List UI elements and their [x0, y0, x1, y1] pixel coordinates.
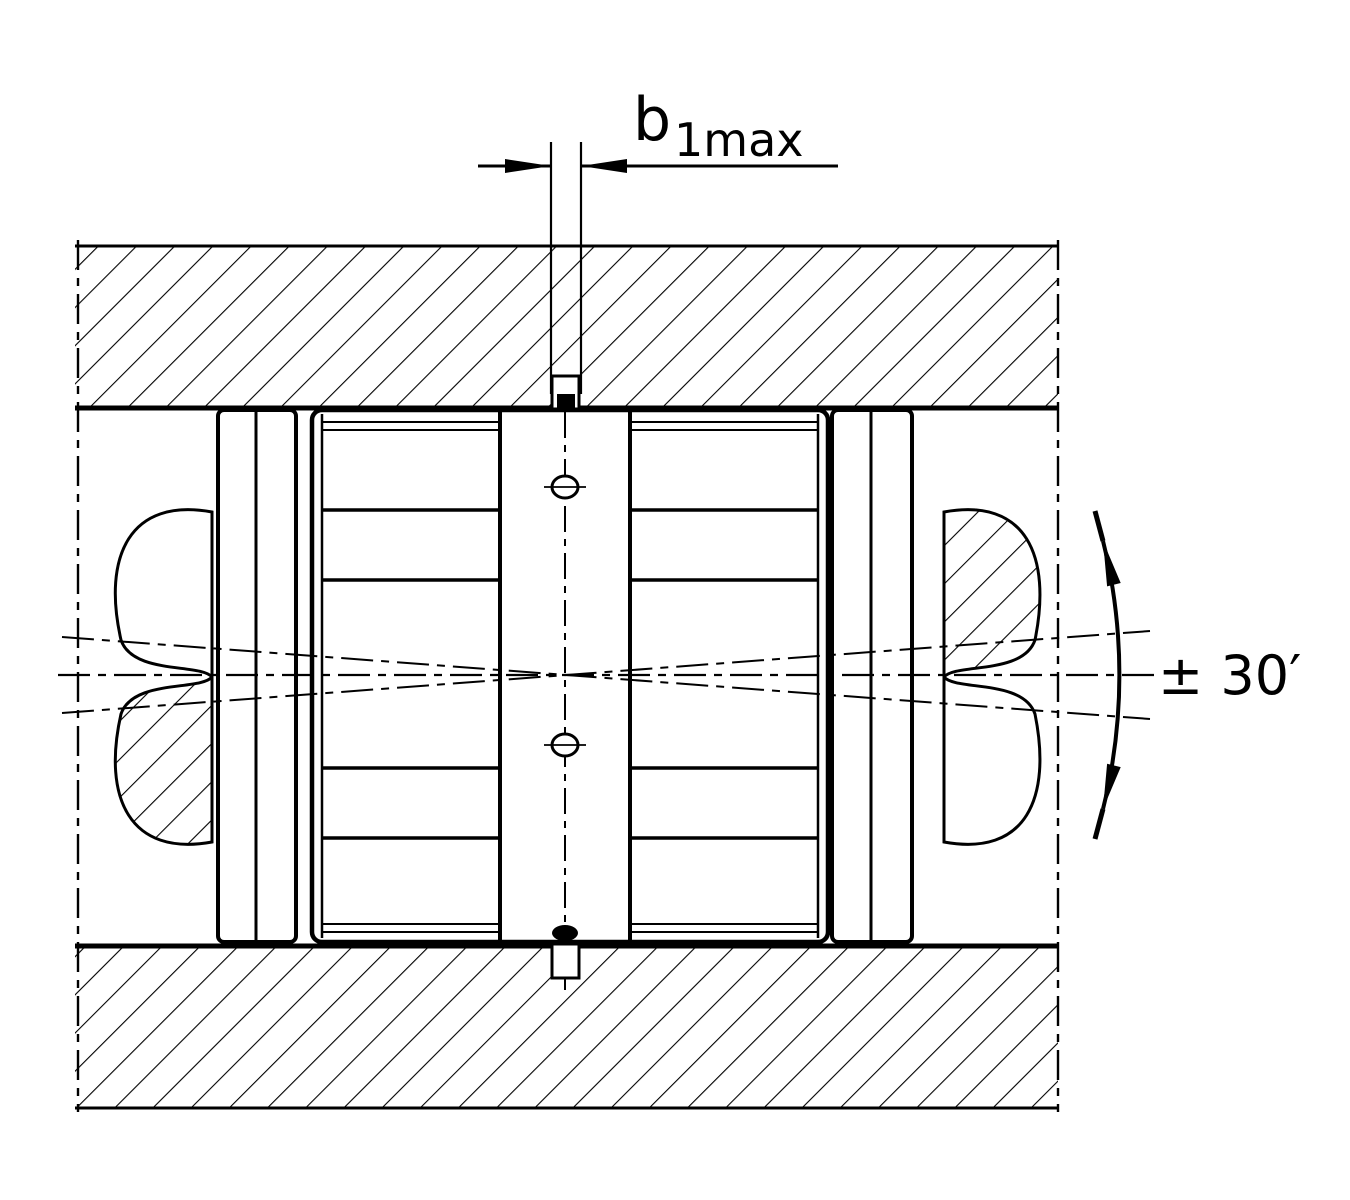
wave-spring-right-top-lobe — [942, 508, 1042, 682]
bearing-assembly — [309, 407, 831, 990]
arc-arrow-bottom-icon — [1103, 763, 1121, 809]
dim-label-b: b — [633, 85, 671, 155]
wave-spring-right — [942, 508, 1042, 846]
gap-pocket-bottom — [550, 942, 581, 980]
tilt-line-up — [61, 630, 1151, 714]
dimension-b1max: b 1max — [478, 85, 838, 394]
center-lines — [58, 630, 1160, 720]
gap-pin-top — [557, 394, 575, 408]
gap-feature-bottom — [550, 942, 581, 980]
wave-spring-left — [113, 508, 214, 846]
gap-feature-top — [550, 374, 581, 411]
dim-label-sub: 1max — [674, 113, 804, 167]
central-spacer — [544, 412, 586, 990]
wave-spring-right-bottom-lobe — [942, 672, 1042, 846]
dim-arrow-right-icon — [581, 159, 627, 173]
arc-arrow-top-icon — [1103, 541, 1121, 587]
roller-stack-left — [322, 421, 500, 933]
locating-pin-bottom-head — [552, 925, 578, 941]
roller-stack-right — [630, 421, 818, 933]
arc-tick-bottom — [1092, 808, 1106, 840]
dim-arrow-left-icon — [505, 159, 551, 173]
arc-tick-top — [1092, 510, 1106, 542]
wave-spring-left-bottom-lobe — [113, 672, 214, 846]
angle-label: ± 30′ — [1158, 644, 1301, 707]
wave-spring-left-top-lobe — [113, 508, 214, 682]
tilt-line-down — [61, 636, 1151, 720]
angle-tolerance-annotation: ± 30′ — [1092, 510, 1301, 840]
